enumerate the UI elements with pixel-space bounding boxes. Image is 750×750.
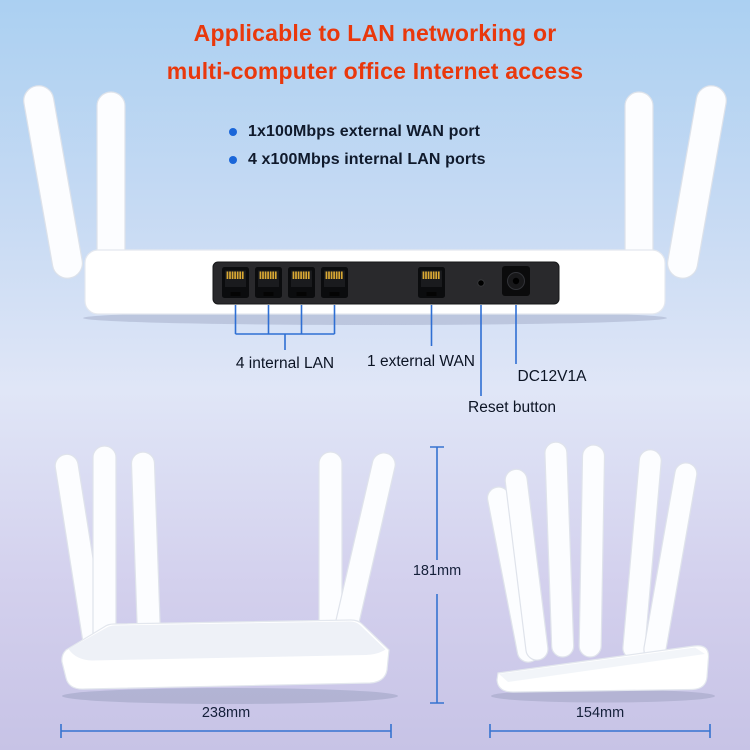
router-back-antennas: [23, 85, 727, 279]
feature-list: 1x100Mbps external WAN port 4 x100Mbps i…: [229, 118, 486, 174]
reset-pinhole: [477, 279, 485, 287]
router-front-shadow: [62, 688, 398, 704]
headline-line-2: multi-computer office Internet access: [166, 58, 584, 84]
router-side-antennas: [486, 441, 698, 663]
bullet-icon: [229, 128, 237, 136]
wan-port: [418, 267, 445, 298]
depth-dimension-label: 154mm: [575, 705, 625, 721]
lan-port-4: [321, 267, 348, 298]
router-front-view-image: [54, 445, 398, 704]
router-side-shadow: [491, 689, 715, 703]
router-front-antennas: [54, 445, 396, 655]
wan-label: 1 external WAN: [367, 353, 475, 370]
router-front-top-face: [68, 621, 386, 661]
feature-item-lan: 4 x100Mbps internal LAN ports: [229, 146, 486, 174]
callout-lines: [234, 305, 517, 396]
height-dimension-label: 181mm: [412, 563, 462, 579]
router-back-view-image: [23, 85, 727, 396]
lan-port-1: [222, 267, 249, 298]
width-dimension-label: 238mm: [201, 705, 251, 721]
power-label: DC12V1A: [517, 368, 587, 385]
feature-text-wan: 1x100Mbps external WAN port: [248, 123, 481, 140]
feature-text-lan: 4 x100Mbps internal LAN ports: [248, 151, 486, 168]
lan-label: 4 internal LAN: [235, 355, 335, 372]
width-dimension-line: [60, 724, 392, 738]
lan-port-2: [255, 267, 282, 298]
router-side-top-face: [499, 647, 705, 682]
lan-port-3: [288, 267, 315, 298]
headline: Applicable to LAN networking or multi-co…: [0, 14, 750, 90]
feature-item-wan: 1x100Mbps external WAN port: [229, 118, 486, 146]
router-side-view-image: [486, 441, 715, 703]
height-dimension-line: [430, 446, 444, 704]
depth-dimension-line: [489, 724, 711, 738]
dc-power-jack: [502, 266, 530, 296]
headline-line-1: Applicable to LAN networking or: [193, 20, 557, 46]
lan-callout-line: [234, 305, 336, 350]
bullet-icon: [229, 156, 237, 164]
reset-label: Reset button: [468, 399, 556, 416]
